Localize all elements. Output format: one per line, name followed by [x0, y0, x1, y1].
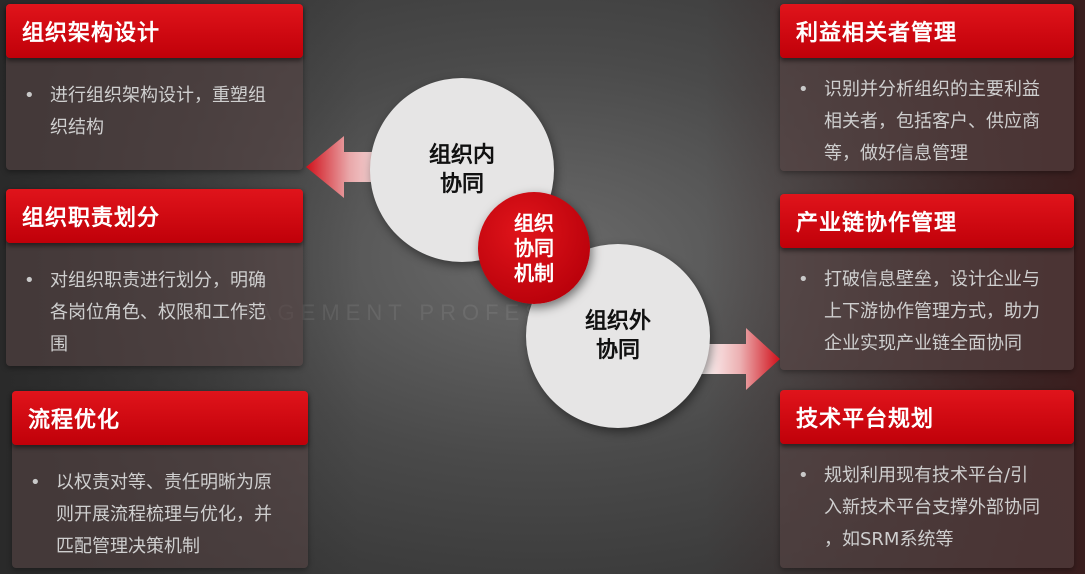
card-title: 组织架构设计: [22, 21, 161, 46]
card-bullet: • 进行组织架构设计，重塑组 织结构: [24, 80, 285, 144]
card-bullet: • 对组织职责进行划分，明确 各岗位角色、权限和工作范 围: [24, 265, 285, 361]
outer-collaboration-circle: 组织外 协同: [526, 244, 710, 428]
bullet-icon: •: [798, 79, 809, 100]
arrow-left-icon: [306, 136, 402, 198]
collaboration-mechanism-circle: 组织 协同 机制: [478, 192, 590, 304]
inner-collaboration-label: 组织内 协同: [428, 143, 495, 197]
bullet-icon: •: [798, 465, 809, 486]
card-title: 利益相关者管理: [796, 21, 958, 46]
card-header: 组织职责划分: [6, 189, 303, 243]
card-org-responsibility: • 对组织职责进行划分，明确 各岗位角色、权限和工作范 围 组织职责划分: [6, 189, 303, 366]
card-title: 技术平台规划: [796, 407, 935, 432]
bullet-icon: •: [24, 270, 35, 291]
bullet-icon: •: [30, 472, 41, 493]
card-text: 对组织职责进行划分，明确 各岗位角色、权限和工作范 围: [50, 270, 266, 355]
card-industry-chain: • 打破信息壁垒，设计企业与 上下游协作管理方式，助力 企业实现产业链全面协同 …: [780, 194, 1074, 370]
card-text: 打破信息壁垒，设计企业与 上下游协作管理方式，助力 企业实现产业链全面协同: [824, 269, 1040, 354]
card-header: 组织架构设计: [6, 4, 303, 58]
card-bullet: • 识别并分析组织的主要利益 相关者，包括客户、供应商 等，做好信息管理: [798, 74, 1056, 170]
card-tech-platform: • 规划利用现有技术平台/引 入新技术平台支撑外部协同 ，如SRM系统等 技术平…: [780, 390, 1074, 568]
card-text: 进行组织架构设计，重塑组 织结构: [50, 85, 266, 138]
card-bullet: • 打破信息壁垒，设计企业与 上下游协作管理方式，助力 企业实现产业链全面协同: [798, 264, 1056, 360]
card-text: 以权责对等、责任明晰为原 则开展流程梳理与优化，并 匹配管理决策机制: [56, 472, 272, 557]
card-bullet: • 规划利用现有技术平台/引 入新技术平台支撑外部协同 ，如SRM系统等: [798, 460, 1056, 556]
collaboration-mechanism-label: 组织 协同 机制: [514, 210, 554, 285]
outer-collaboration-label: 组织外 协同: [584, 309, 651, 363]
card-text: 识别并分析组织的主要利益 相关者，包括客户、供应商 等，做好信息管理: [824, 79, 1040, 164]
card-header: 流程优化: [12, 391, 308, 445]
card-org-structure: • 进行组织架构设计，重塑组 织结构 组织架构设计: [6, 4, 303, 170]
card-header: 利益相关者管理: [780, 4, 1074, 58]
card-process-optimization: • 以权责对等、责任明晰为原 则开展流程梳理与优化，并 匹配管理决策机制 流程优…: [12, 391, 308, 568]
card-header: 产业链协作管理: [780, 194, 1074, 248]
card-bullet: • 以权责对等、责任明晰为原 则开展流程梳理与优化，并 匹配管理决策机制: [30, 467, 290, 563]
card-text: 规划利用现有技术平台/引 入新技术平台支撑外部协同 ，如SRM系统等: [824, 465, 1040, 550]
bullet-icon: •: [798, 269, 809, 290]
card-stakeholder-management: • 识别并分析组织的主要利益 相关者，包括客户、供应商 等，做好信息管理 利益相…: [780, 4, 1074, 171]
card-header: 技术平台规划: [780, 390, 1074, 444]
arrow-right-icon: [700, 328, 780, 390]
card-title: 组织职责划分: [22, 206, 161, 231]
bullet-icon: •: [24, 85, 35, 106]
card-title: 流程优化: [28, 408, 121, 433]
card-title: 产业链协作管理: [796, 211, 958, 236]
